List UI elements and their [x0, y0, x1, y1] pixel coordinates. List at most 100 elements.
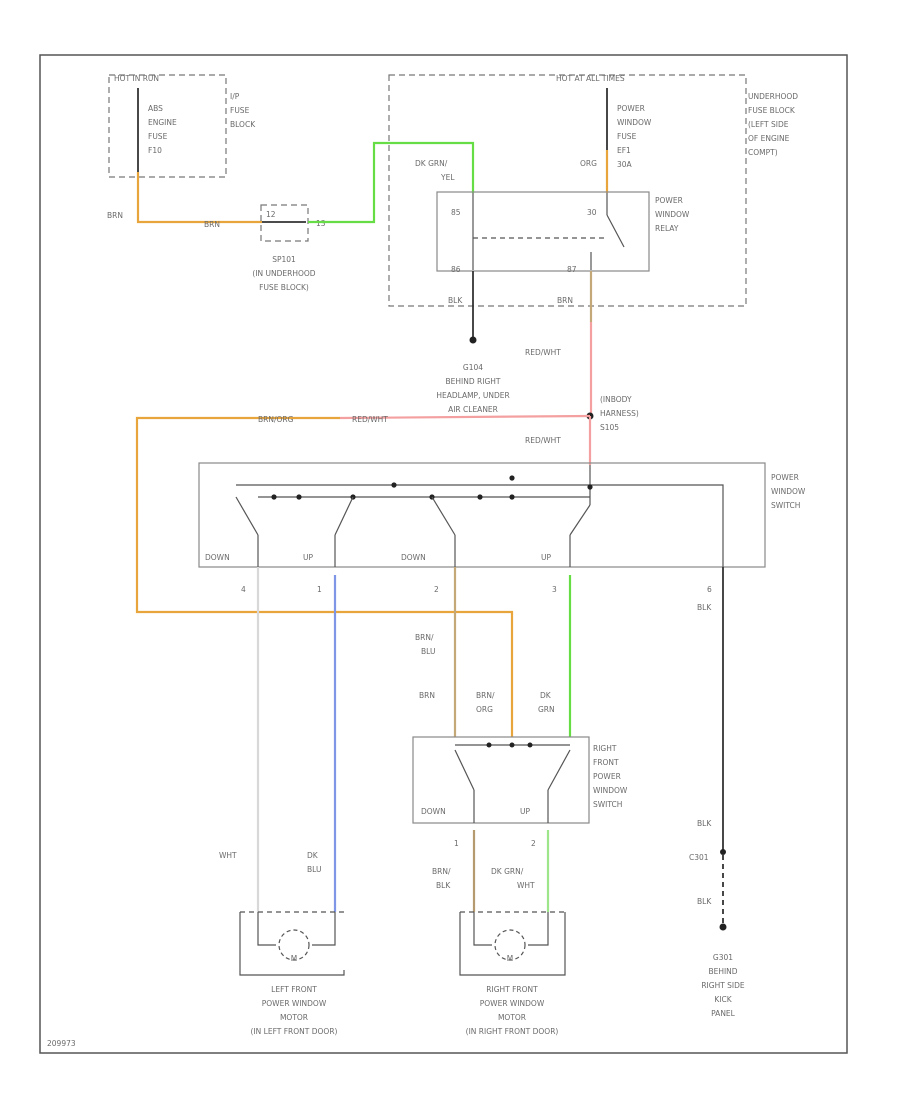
brn-left-label: BRN	[107, 211, 123, 220]
pws-node-9	[477, 494, 483, 500]
dk-blu-label-2: BLU	[307, 865, 321, 874]
right-motor-caption-2: POWER WINDOW	[480, 999, 545, 1008]
g104-caption-2: BEHIND RIGHT	[446, 377, 501, 386]
relay-pin-87: 87	[567, 265, 577, 274]
g301-caption-2: BEHIND	[708, 967, 737, 976]
rs-pin-2: 2	[531, 839, 536, 848]
rs-label-1: RIGHT	[593, 744, 617, 753]
hot-all-fuse-line-3: FUSE	[617, 132, 637, 141]
right-motor-leads	[473, 912, 549, 946]
red-wht-wire-2	[339, 414, 591, 420]
sp101-pin-a: 12	[266, 210, 276, 219]
rs-switch-up: UP	[520, 807, 530, 816]
right-motor-caption-3: MOTOR	[498, 1013, 526, 1022]
outer-frame	[39, 54, 848, 1054]
g301-caption-4: KICK	[714, 995, 732, 1004]
ip-fuse-label-3: BLOCK	[230, 120, 256, 129]
power-window-relay	[436, 191, 650, 272]
right-motor-caption-1: RIGHT FRONT	[486, 985, 538, 994]
right-motor-caption-4: (IN RIGHT FRONT DOOR)	[466, 1027, 559, 1036]
relay-pin-85: 85	[451, 208, 461, 217]
underhood-label-2: FUSE BLOCK	[748, 106, 796, 115]
rs-node-3	[527, 742, 533, 748]
g104-caption-1: G104	[463, 363, 483, 372]
brn-org-label-rs-2: ORG	[476, 705, 493, 714]
relay-contact-arm	[606, 214, 625, 248]
left-motor-caption-1: LEFT FRONT	[271, 985, 317, 994]
power-window-switch	[198, 462, 766, 568]
hot-all-fuse-line-4: EF1	[617, 146, 631, 155]
pws-pin-2: 2	[434, 585, 439, 594]
rs-label-5: SWITCH	[593, 800, 622, 809]
relay-label-3: RELAY	[655, 224, 679, 233]
left-motor-leads	[257, 912, 336, 946]
right-front-switch	[412, 736, 590, 824]
brn-mid-label: BRN	[204, 220, 220, 229]
blk-label-top: BLK	[448, 296, 463, 305]
g301-caption-1: G301	[713, 953, 733, 962]
pws-pin-6: 6	[707, 585, 712, 594]
wht-label: WHT	[219, 851, 237, 860]
pws-node-3	[509, 494, 515, 500]
rs-arm-2	[547, 749, 571, 791]
underhood-label-4: OF ENGINE	[748, 134, 790, 143]
g104-caption-4: AIR CLEANER	[448, 405, 498, 414]
brn-org-label-rs-1: BRN/	[476, 691, 495, 700]
hot-all-fuse-line-1: POWER	[617, 104, 645, 113]
pws-switch-down-1: DOWN	[205, 553, 230, 562]
right-motor-symbol	[494, 929, 526, 961]
brn-blu-label-2: BLU	[421, 647, 435, 656]
left-motor-m: M	[291, 954, 297, 963]
hot-run-title: HOT IN RUN	[114, 74, 159, 83]
pws-label-3: SWITCH	[771, 501, 800, 510]
sp101-caption-3: FUSE BLOCK)	[259, 283, 309, 292]
g301-caption-3: RIGHT SIDE	[701, 981, 745, 990]
rs-node-2	[509, 742, 515, 748]
underhood-fuse-block-outline	[388, 74, 747, 307]
left-motor-caption-2: POWER WINDOW	[262, 999, 327, 1008]
s105-caption-3: S105	[600, 423, 619, 432]
pws-pin-1: 1	[317, 585, 322, 594]
pws-label-1: POWER	[771, 473, 799, 482]
g301-caption-5: PANEL	[711, 1009, 736, 1018]
rs-node-1	[486, 742, 492, 748]
brn-org-wire	[135, 416, 514, 737]
pws-blk-label: BLK	[697, 603, 712, 612]
underhood-label-3: (LEFT SIDE	[748, 120, 789, 129]
ip-fuse-label-2: FUSE	[230, 106, 250, 115]
pws-node-2	[509, 475, 515, 481]
pws-arm-1	[235, 496, 259, 536]
relay-label-1: POWER	[655, 196, 683, 205]
org-wire-label: ORG	[580, 159, 597, 168]
left-motor-caption-4: (IN LEFT FRONT DOOR)	[251, 1027, 338, 1036]
brn-wire-top	[136, 172, 262, 224]
sp101-caption-1: SP101	[272, 255, 296, 264]
dk-grn-label-rs-2: GRN	[538, 705, 555, 714]
pws-label-2: WINDOW	[771, 487, 806, 496]
blk-label-2: BLK	[697, 897, 712, 906]
rs-switch-down: DOWN	[421, 807, 446, 816]
left-motor-symbol	[278, 929, 310, 961]
rs-label-2: FRONT	[593, 758, 619, 767]
dk-grn-yel-label-2: YEL	[440, 173, 455, 182]
relay-label-2: WINDOW	[655, 210, 690, 219]
rs-arm-1	[454, 749, 475, 791]
hot-run-fuse-line-1: ABS	[148, 104, 163, 113]
pws-switch-down-2: DOWN	[401, 553, 426, 562]
c301-connector	[720, 849, 726, 855]
brn-blk-label-1: BRN/	[432, 867, 451, 876]
s105-caption-1: (INBODY	[600, 395, 632, 404]
pws-switch-up-2: UP	[541, 553, 551, 562]
dk-blu-label-1: DK	[307, 851, 319, 860]
dk-grn-yel-label-1: DK GRN/	[415, 159, 448, 168]
pws-node-4	[391, 482, 397, 488]
brn-relay-label: BRN	[557, 296, 573, 305]
footer-code: 209973	[47, 1039, 76, 1048]
hot-all-title: HOT AT ALL TIMES	[556, 74, 625, 83]
red-wht-label-1: RED/WHT	[525, 348, 561, 357]
left-motor-caption-3: MOTOR	[280, 1013, 308, 1022]
g104-caption-3: HEADLAMP, UNDER	[436, 391, 509, 400]
g301-ground	[719, 923, 727, 931]
